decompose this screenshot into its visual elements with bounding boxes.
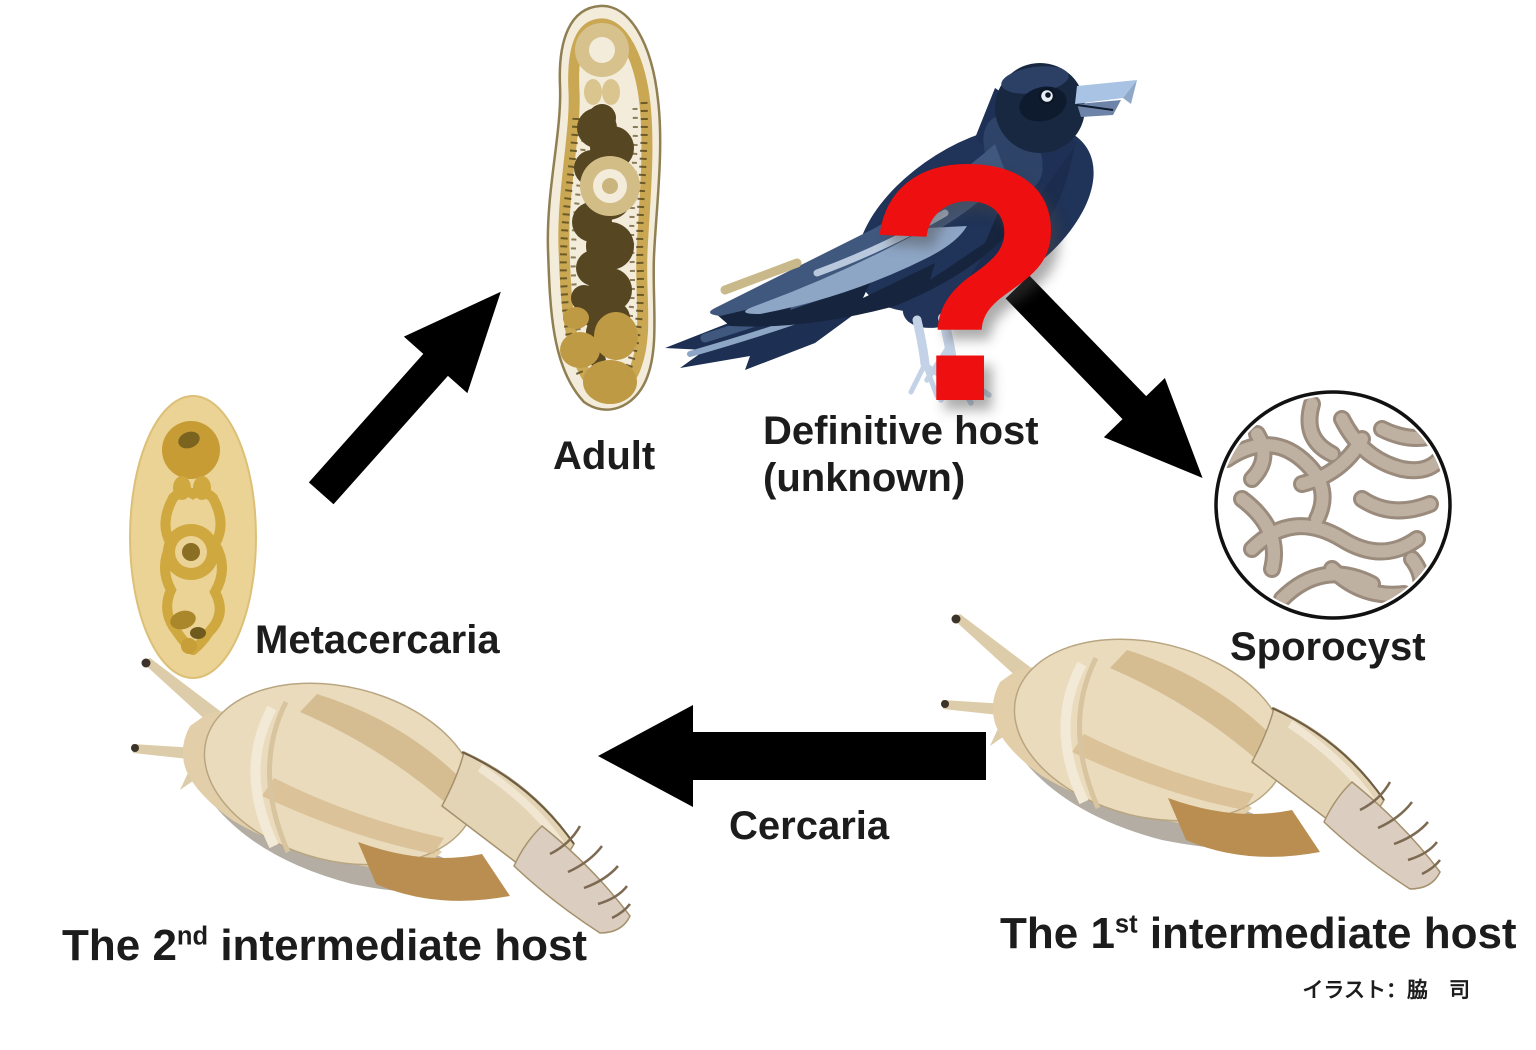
metacercaria-icon [129,395,257,679]
first-intermediate-host-label: The 1st intermediate host [1000,908,1517,960]
definitive-host-line2: (unknown) [763,456,966,501]
arrow-down-right-icon [983,254,1236,511]
question-mark: ? [864,94,1071,472]
second-intermediate-host-label: The 2nd intermediate host [62,920,587,972]
cercaria-label: Cercaria [729,804,890,848]
first-host-ordinal: st [1114,910,1138,939]
sporocyst-label: Sporocyst [1230,625,1426,669]
crow-icon [665,63,1137,406]
first-host-prefix: The 1 [1000,909,1115,958]
definitive-host-line1: Definitive host [763,409,1039,453]
illustrator-credit: イラスト：脇 司 [1302,979,1470,1002]
adult-fluke-icon [546,4,662,411]
adult-label: Adult [553,434,656,478]
second-host-suffix: intermediate host [208,921,588,970]
second-host-prefix: The 2 [62,921,177,970]
arrow-up-right-icon [286,260,537,525]
arrow-left-icon [598,703,986,809]
definitive-host-label: Definitive host (unknown) [763,408,1039,502]
sporocyst-icon [1214,390,1452,620]
second-host-ordinal: nd [176,922,209,951]
metacercaria-label: Metacercaria [255,618,500,662]
first-host-suffix: intermediate host [1137,909,1517,958]
snail-second-host-icon [112,656,642,946]
